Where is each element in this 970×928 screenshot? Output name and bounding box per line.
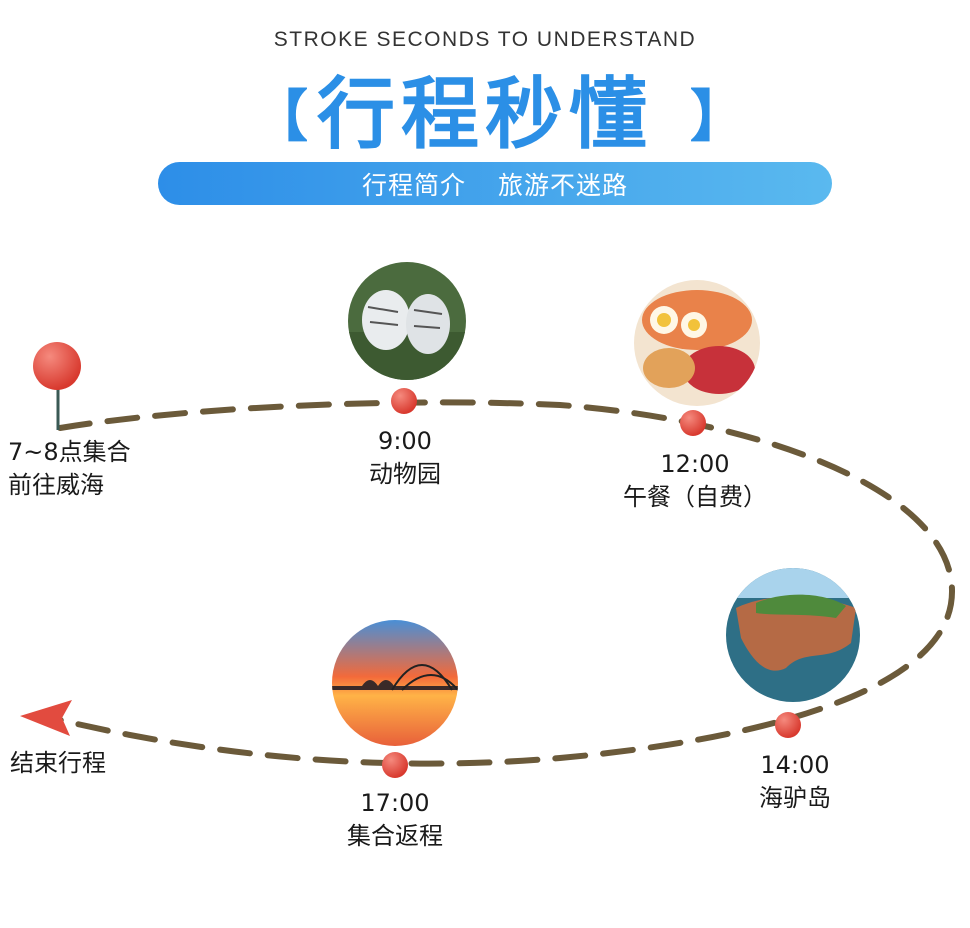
stop-return: 17:00 集合返程 [320,787,470,853]
title-bracket-right: 】 [690,85,746,150]
stop-dot-lunch [680,410,706,436]
stop-time: 17:00 [360,789,430,817]
sunset-pier-photo-icon [332,620,458,746]
stop-dot-zoo [391,388,417,414]
stop-name: 动物园 [369,460,441,488]
stop-time: 14:00 [760,751,830,779]
end-arrow-icon [20,700,72,736]
white-tigers-photo-icon [348,262,466,380]
start-label-line2: 前往威海 [8,471,104,499]
stop-lunch: 12:00 午餐（自费） [600,448,790,514]
stop-dot-return [382,752,408,778]
intro-banner: 行程简介 旅游不迷路 [158,162,832,205]
stop-time: 12:00 [660,450,730,478]
stop-zoo: 9:00 动物园 [330,425,480,491]
page-title: 行程秒懂 [316,70,653,160]
start-label: 7~8点集合 前往威海 [8,436,131,502]
island-coast-photo-icon [726,568,860,702]
food-platter-photo-icon [634,280,760,406]
stop-island: 14:00 海驴岛 [720,749,870,815]
stop-name: 集合返程 [347,822,443,850]
stop-name: 午餐（自费） [623,483,767,511]
banner-label-right: 旅游不迷路 [498,170,629,200]
stop-dot-island [775,712,801,738]
stop-name: 海驴岛 [759,784,831,812]
start-pin-icon [33,342,81,390]
header-subtitle: STROKE SECONDS TO UNDERSTAND [273,28,697,51]
end-label: 结束行程 [10,749,106,777]
start-label-line1: 7~8点集合 [8,438,131,466]
banner-label-left: 行程简介 [361,170,466,200]
title-bracket-left: 【 [252,85,308,150]
stop-time: 9:00 [378,427,432,455]
